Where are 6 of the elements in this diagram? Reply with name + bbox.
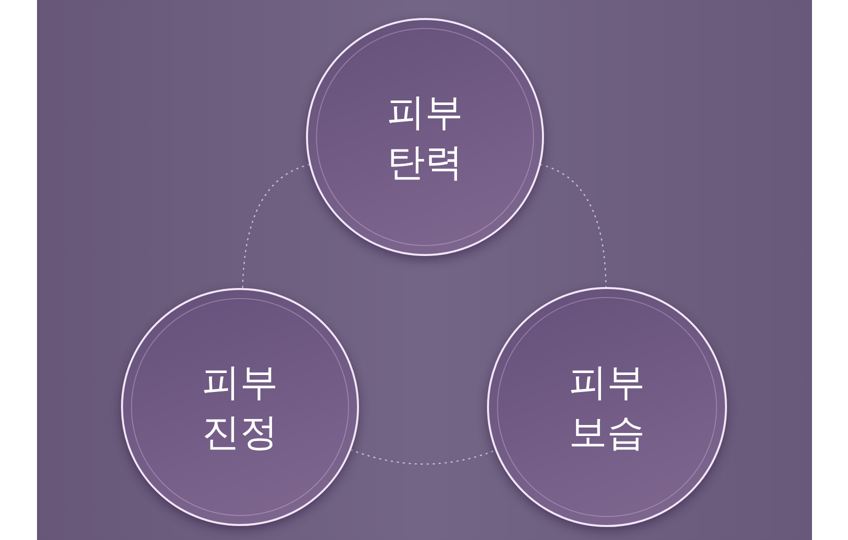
dotted-arc [350, 449, 496, 465]
node-label: 피부 보습 [568, 359, 646, 456]
node-label: 피부 진정 [200, 359, 279, 456]
node-label: 피부 탄력 [386, 89, 464, 186]
dotted-arc [242, 164, 310, 289]
dotted-arc [540, 164, 607, 288]
